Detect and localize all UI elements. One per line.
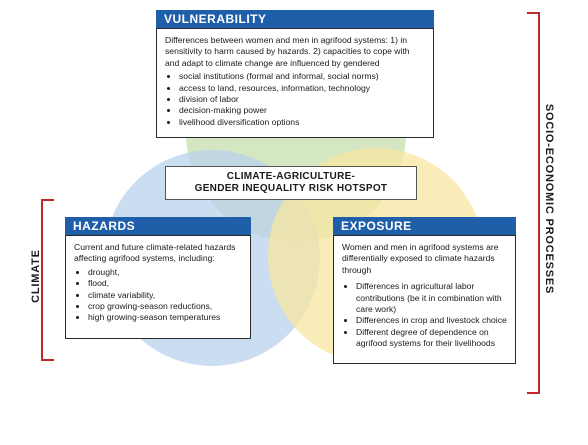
list-item: flood, [88, 278, 242, 289]
socio-economic-bracket [527, 12, 540, 394]
hotspot-line-1: CLIMATE-AGRICULTURE- [226, 171, 356, 182]
list-item: Different degree of dependence on agrifo… [356, 327, 507, 350]
exposure-box: Women and men in agrifood systems are di… [333, 235, 516, 364]
socio-economic-label: SOCIO-ECONOMIC PROCESSES [543, 103, 555, 295]
vulnerability-list: social institutions (formal and informal… [165, 71, 425, 128]
vulnerability-box: Differences between women and men in agr… [156, 28, 434, 138]
list-item: social institutions (formal and informal… [179, 71, 425, 82]
hazards-title: HAZARDS [73, 219, 136, 233]
hazards-intro: Current and future climate-related hazar… [74, 242, 236, 264]
exposure-header: EXPOSURE [333, 217, 516, 235]
climate-label: CLIMATE [30, 249, 42, 303]
hotspot-line-2: GENDER INEQUALITY RISK HOTSPOT [194, 183, 388, 194]
exposure-intro: Women and men in agrifood systems are di… [342, 242, 499, 275]
vulnerability-intro: Differences between women and men in agr… [165, 35, 410, 68]
list-item: Differences in crop and livestock choice [356, 315, 507, 326]
list-item: Differences in agricultural labor contri… [356, 281, 507, 315]
risk-hotspot-box: CLIMATE-AGRICULTURE- GENDER INEQUALITY R… [165, 166, 417, 200]
list-item: high growing-season temperatures [88, 312, 242, 323]
vulnerability-header: VULNERABILITY [156, 10, 434, 28]
list-item: crop growing-season reductions, [88, 301, 242, 312]
list-item: drought, [88, 267, 242, 278]
exposure-title: EXPOSURE [341, 219, 412, 233]
list-item: decision-making power [179, 105, 425, 116]
hazards-header: HAZARDS [65, 217, 251, 235]
list-item: division of labor [179, 94, 425, 105]
hazards-box: Current and future climate-related hazar… [65, 235, 251, 339]
list-item: livelihood diversification options [179, 117, 425, 128]
hazards-list: drought, flood, climate variability, cro… [74, 267, 242, 324]
climate-bracket [41, 199, 54, 361]
exposure-list: Differences in agricultural labor contri… [342, 281, 507, 349]
list-item: climate variability, [88, 290, 242, 301]
vulnerability-title: VULNERABILITY [164, 12, 267, 26]
list-item: access to land, resources, information, … [179, 83, 425, 94]
